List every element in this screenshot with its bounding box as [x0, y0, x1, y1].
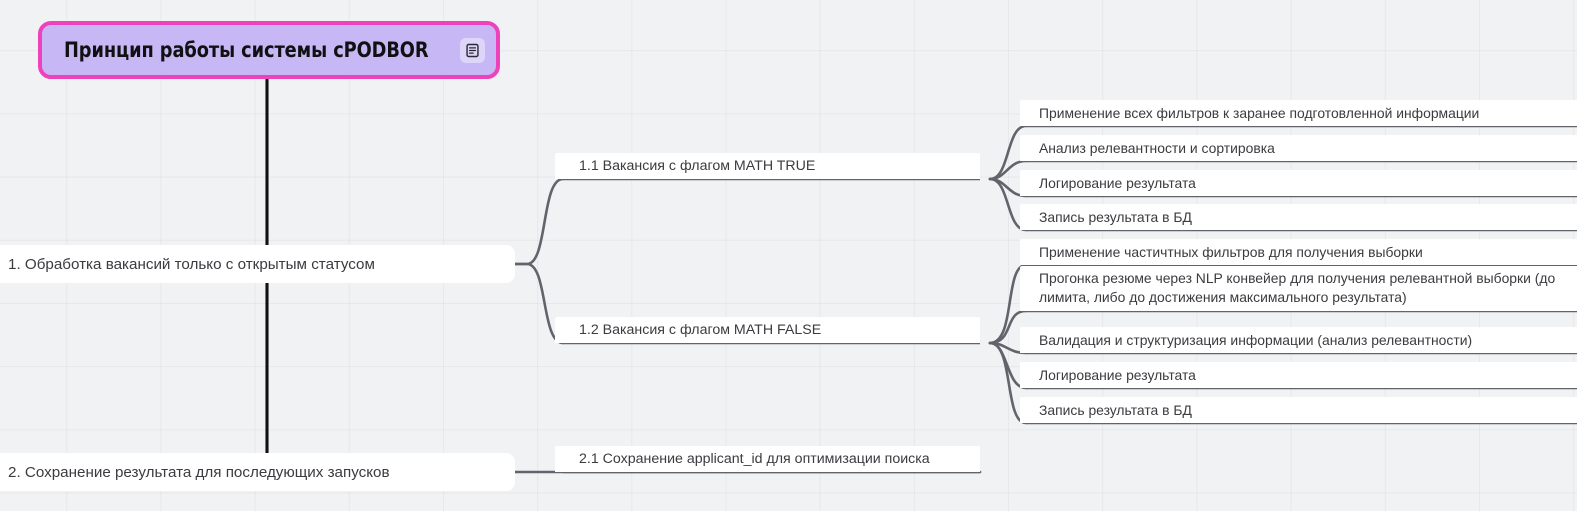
leaf-node-1-1-4-label: Запись результата в БД [1039, 209, 1192, 225]
branch-node-1-1[interactable]: 1.1 Вакансия с флагом MATH TRUE [555, 153, 980, 179]
branch-node-1[interactable]: 1. Обработка вакансий только с открытым … [0, 245, 515, 283]
branch-node-2[interactable]: 2. Сохранение результата для последующих… [0, 453, 515, 491]
leaf-node-1-1-4[interactable]: Запись результата в БД [1020, 204, 1577, 230]
leaf-node-1-1-3[interactable]: Логирование результата [1020, 170, 1577, 196]
leaf-node-1-2-4[interactable]: Логирование результата [1020, 362, 1577, 388]
branch-node-2-1[interactable]: 2.1 Сохранение applicant_id для оптимиза… [555, 446, 980, 472]
root-title: Принцип работы системы cPODBOR [64, 37, 429, 63]
document-note-icon[interactable] [460, 37, 486, 63]
leaf-node-1-2-3-label: Валидация и структуризация информации (а… [1039, 332, 1473, 348]
leaf-node-1-2-1[interactable]: Применение частичтных фильтров для получ… [1020, 239, 1577, 265]
branch-node-1-1-label: 1.1 Вакансия с флагом MATH TRUE [579, 158, 816, 174]
leaf-node-1-2-4-label: Логирование результата [1039, 367, 1196, 383]
leaf-node-1-2-2-label: Прогонка резюме через NLP конвейер для п… [1039, 270, 1556, 305]
leaf-node-1-1-1[interactable]: Применение всех фильтров к заранее подго… [1020, 100, 1577, 126]
branch-node-1-2-label: 1.2 Вакансия с флагом MATH FALSE [579, 322, 822, 338]
leaf-node-1-1-2-label: Анализ релевантности и сортировка [1039, 140, 1275, 156]
leaf-node-1-1-2[interactable]: Анализ релевантности и сортировка [1020, 135, 1577, 161]
wire-n1-to-n11 [513, 177, 565, 266]
leaf-node-1-2-1-label: Применение частичтных фильтров для получ… [1039, 244, 1423, 260]
branch-node-1-label: 1. Обработка вакансий только с открытым … [8, 255, 375, 273]
branch-node-2-1-label: 2.1 Сохранение applicant_id для оптимиза… [579, 451, 930, 467]
leaf-node-1-1-1-label: Применение всех фильтров к заранее подго… [1039, 105, 1480, 121]
leaf-node-1-2-5-label: Запись результата в БД [1039, 402, 1192, 418]
leaf-node-1-1-3-label: Логирование результата [1039, 175, 1196, 191]
leaf-node-1-2-2[interactable]: Прогонка резюме через NLP конвейер для п… [1020, 266, 1577, 311]
root-node[interactable]: Принцип работы системы cPODBOR [38, 21, 500, 79]
branch-node-2-label: 2. Сохранение результата для последующих… [8, 463, 390, 481]
leaf-node-1-2-3[interactable]: Валидация и структуризация информации (а… [1020, 327, 1577, 353]
leaf-node-1-2-5[interactable]: Запись результата в БД [1020, 397, 1577, 423]
branch-node-1-2[interactable]: 1.2 Вакансия с флагом MATH FALSE [555, 317, 980, 343]
